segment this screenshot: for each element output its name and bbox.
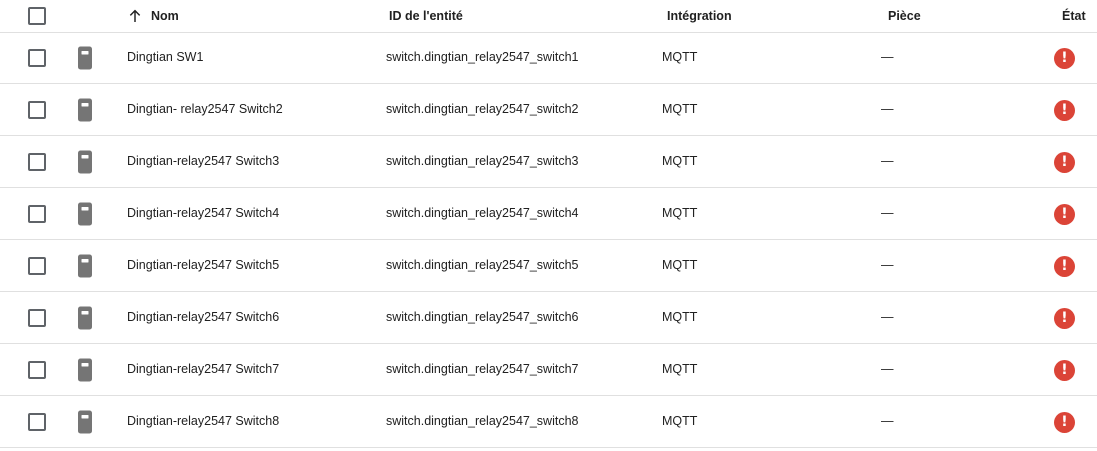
- entity-id: switch.dingtian_relay2547_switch1: [386, 50, 579, 64]
- light-switch-icon: [78, 46, 92, 70]
- entity-name: Dingtian-relay2547 Switch4: [127, 206, 280, 220]
- arrow-up-icon[interactable]: [127, 8, 143, 24]
- alert-circle-icon[interactable]: !: [1054, 204, 1075, 225]
- entity-name: Dingtian-relay2547 Switch7: [127, 362, 280, 376]
- entity-name: Dingtian SW1: [127, 50, 204, 64]
- entity-id: switch.dingtian_relay2547_switch5: [386, 258, 579, 272]
- row-checkbox[interactable]: [28, 205, 46, 223]
- table-row[interactable]: Dingtian-relay2547 Switch7 switch.dingti…: [0, 344, 1097, 396]
- table-header: Nom ID de l'entité Intégration Pièce Éta…: [0, 0, 1097, 33]
- alert-circle-icon[interactable]: !: [1054, 412, 1075, 433]
- light-switch-icon: [78, 150, 92, 174]
- alert-circle-icon[interactable]: !: [1054, 360, 1075, 381]
- column-header-area[interactable]: Pièce: [888, 0, 921, 32]
- table-row[interactable]: Dingtian-relay2547 Switch8 switch.dingti…: [0, 396, 1097, 448]
- area: —: [881, 102, 894, 116]
- light-switch-icon: [78, 98, 92, 122]
- integration: MQTT: [662, 258, 698, 272]
- integration: MQTT: [662, 154, 698, 168]
- light-switch-icon: [78, 254, 92, 278]
- entity-id: switch.dingtian_relay2547_switch6: [386, 310, 579, 324]
- table-row[interactable]: Dingtian SW1 switch.dingtian_relay2547_s…: [0, 32, 1097, 84]
- entity-name: Dingtian-relay2547 Switch8: [127, 414, 280, 428]
- entity-id: switch.dingtian_relay2547_switch8: [386, 414, 579, 428]
- entity-name: Dingtian-relay2547 Switch5: [127, 258, 280, 272]
- light-switch-icon: [78, 410, 92, 434]
- integration: MQTT: [662, 414, 698, 428]
- alert-circle-icon[interactable]: !: [1054, 308, 1075, 329]
- column-header-name-label: Nom: [151, 9, 179, 23]
- light-switch-icon: [78, 358, 92, 382]
- area: —: [881, 310, 894, 324]
- column-header-area-label: Pièce: [888, 9, 921, 23]
- integration: MQTT: [662, 206, 698, 220]
- alert-circle-icon[interactable]: !: [1054, 152, 1075, 173]
- integration: MQTT: [662, 102, 698, 116]
- row-checkbox[interactable]: [28, 413, 46, 431]
- column-header-name[interactable]: Nom: [151, 0, 179, 32]
- column-header-status[interactable]: État: [1062, 0, 1086, 32]
- column-header-entity-id[interactable]: ID de l'entité: [389, 0, 463, 32]
- row-checkbox[interactable]: [28, 101, 46, 119]
- column-header-integration-label: Intégration: [667, 9, 732, 23]
- area: —: [881, 258, 894, 272]
- table-row[interactable]: Dingtian-relay2547 Switch3 switch.dingti…: [0, 136, 1097, 188]
- table-row[interactable]: Dingtian- relay2547 Switch2 switch.dingt…: [0, 84, 1097, 136]
- light-switch-icon: [78, 202, 92, 226]
- entity-name: Dingtian-relay2547 Switch3: [127, 154, 280, 168]
- table-row[interactable]: Dingtian-relay2547 Switch6 switch.dingti…: [0, 292, 1097, 344]
- entity-name: Dingtian-relay2547 Switch6: [127, 310, 280, 324]
- column-header-entity-id-label: ID de l'entité: [389, 9, 463, 23]
- area: —: [881, 414, 894, 428]
- alert-circle-icon[interactable]: !: [1054, 100, 1075, 121]
- area: —: [881, 50, 894, 64]
- table-row[interactable]: Dingtian-relay2547 Switch4 switch.dingti…: [0, 188, 1097, 240]
- entity-id: switch.dingtian_relay2547_switch2: [386, 102, 579, 116]
- row-checkbox[interactable]: [28, 309, 46, 327]
- row-checkbox[interactable]: [28, 49, 46, 67]
- integration: MQTT: [662, 310, 698, 324]
- entity-id: switch.dingtian_relay2547_switch4: [386, 206, 579, 220]
- row-checkbox[interactable]: [28, 153, 46, 171]
- area: —: [881, 154, 894, 168]
- column-header-integration[interactable]: Intégration: [667, 0, 732, 32]
- light-switch-icon: [78, 306, 92, 330]
- row-checkbox[interactable]: [28, 361, 46, 379]
- select-all-checkbox[interactable]: [28, 7, 46, 25]
- row-checkbox[interactable]: [28, 257, 46, 275]
- entity-id: switch.dingtian_relay2547_switch7: [386, 362, 579, 376]
- table-row[interactable]: Dingtian-relay2547 Switch5 switch.dingti…: [0, 240, 1097, 292]
- alert-circle-icon[interactable]: !: [1054, 48, 1075, 69]
- area: —: [881, 362, 894, 376]
- entity-name: Dingtian- relay2547 Switch2: [127, 102, 283, 116]
- alert-circle-icon[interactable]: !: [1054, 256, 1075, 277]
- integration: MQTT: [662, 362, 698, 376]
- column-header-status-label: État: [1062, 9, 1086, 23]
- entity-id: switch.dingtian_relay2547_switch3: [386, 154, 579, 168]
- area: —: [881, 206, 894, 220]
- integration: MQTT: [662, 50, 698, 64]
